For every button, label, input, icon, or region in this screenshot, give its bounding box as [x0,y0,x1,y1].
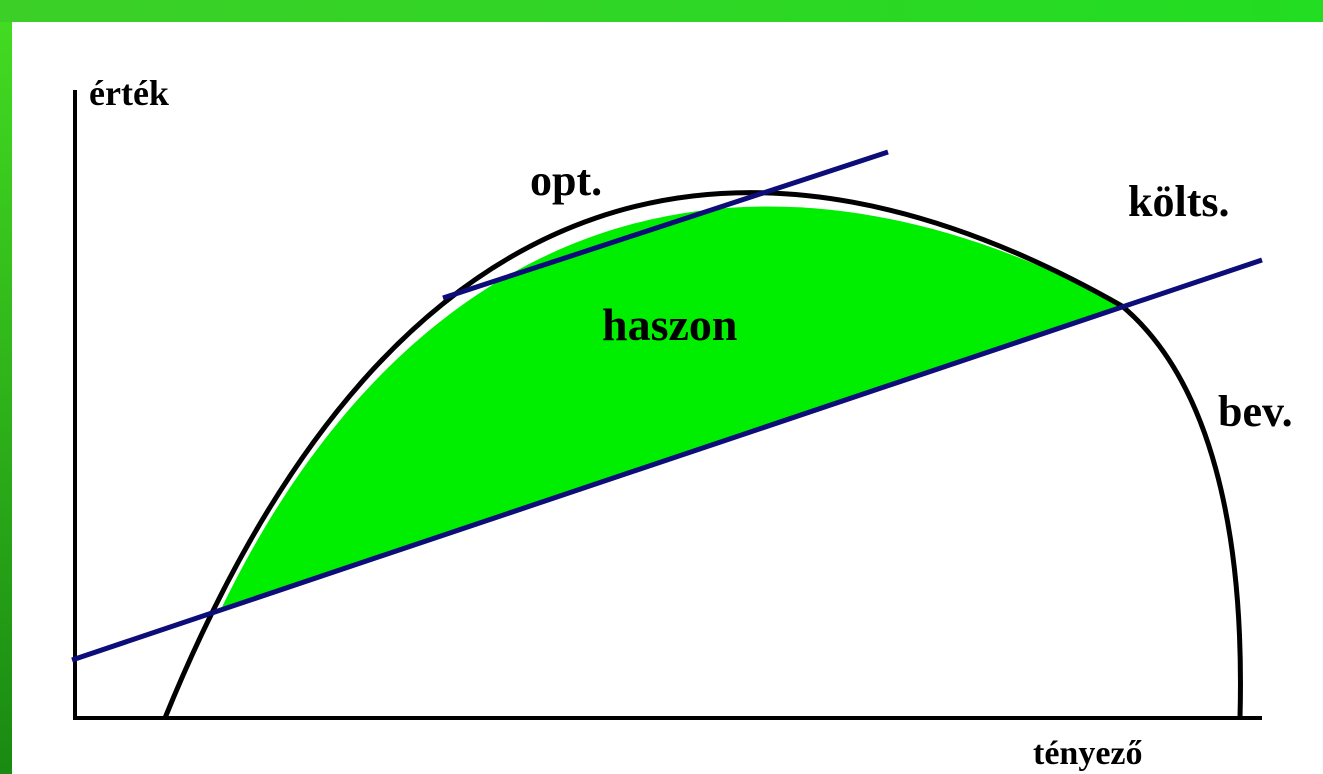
costs-label: költs. [1128,177,1229,226]
profit-area [222,206,1122,607]
optimum-tangent-line [442,149,889,301]
revenue-label: bev. [1218,387,1293,436]
profit-label: haszon [602,299,737,350]
cost-line [71,257,1263,663]
revenue-curve [162,190,1243,719]
y-axis-label: érték [89,73,169,113]
optimum-label: opt. [530,156,602,205]
x-axis-label: tényező [1033,735,1143,772]
